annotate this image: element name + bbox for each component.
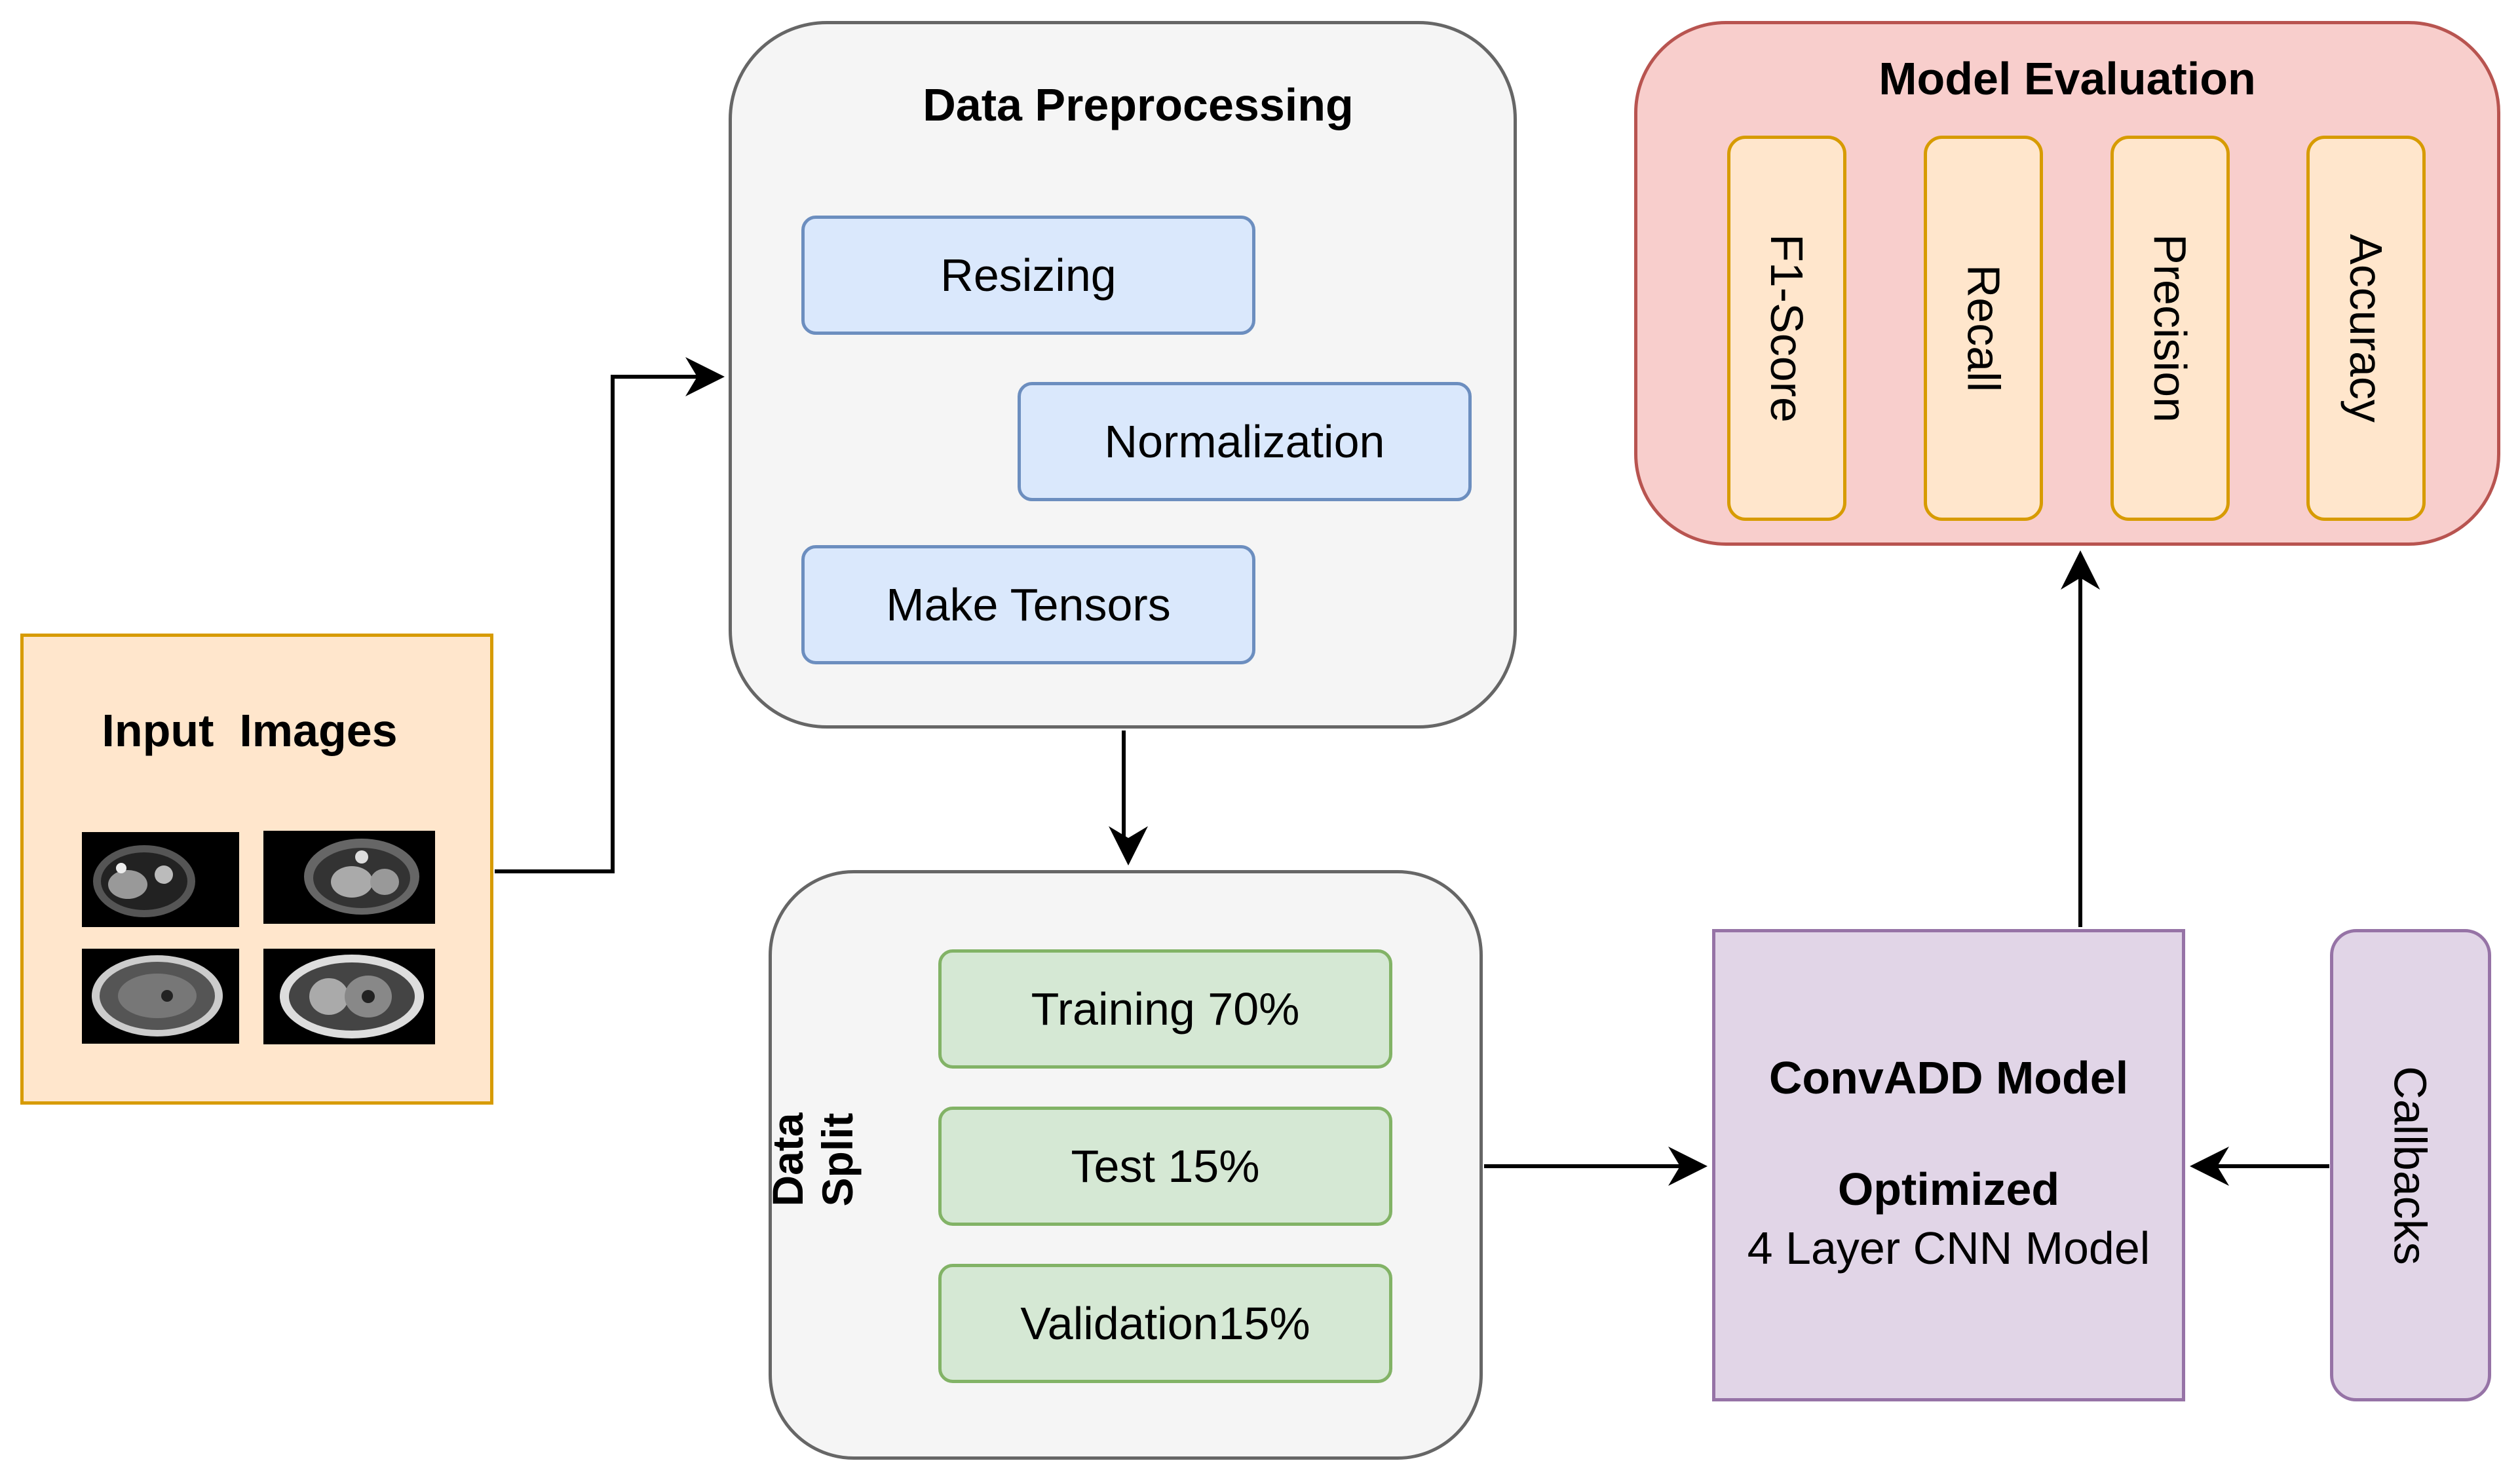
model-evaluation-title: Model Evaluation [1879,53,2256,104]
metric-f1-score: F1-Score [1727,136,1846,521]
metric-recall: Recall [1924,136,2043,521]
data-split-title: Data Split [763,1112,862,1207]
metric-accuracy: Accuracy [2306,136,2426,521]
metric-accuracy-label: Accuracy [2340,234,2392,423]
convadd-model-box [1712,929,2185,1401]
metric-f1-score-label: F1-Score [1761,234,1812,423]
mri-thumbnail-3 [82,949,239,1044]
model-subtitle: 4 Layer CNN Model [1747,1223,2150,1274]
callbacks-label: Callbacks [2385,1065,2437,1265]
model-title: ConvADD Model [1768,1052,2129,1103]
metric-precision-label: Precision [2145,234,2196,423]
mri-thumbnail-2 [263,831,435,924]
data-preprocessing-title: Data Preprocessing [923,79,1354,130]
metric-recall-label: Recall [1958,264,2009,392]
step-normalization: Normalization [1018,382,1472,501]
arrow-preprocessing-to-split [1109,731,1148,865]
step-make-tensors: Make Tensors [801,545,1255,664]
split-test: Test 15% [938,1107,1392,1226]
step-resizing: Resizing [801,216,1255,335]
split-validation: Validation15% [938,1264,1392,1383]
mri-thumbnail-1 [82,832,239,927]
input-images-title: Input Images [102,705,398,756]
model-subtitle-bold: Optimized [1837,1164,2060,1215]
metric-precision: Precision [2110,136,2230,521]
arrow-input-to-preprocessing [495,357,725,873]
mri-thumbnail-4 [263,949,435,1044]
callbacks-box: Callbacks [2330,929,2491,1401]
split-training: Training 70% [938,949,1392,1069]
